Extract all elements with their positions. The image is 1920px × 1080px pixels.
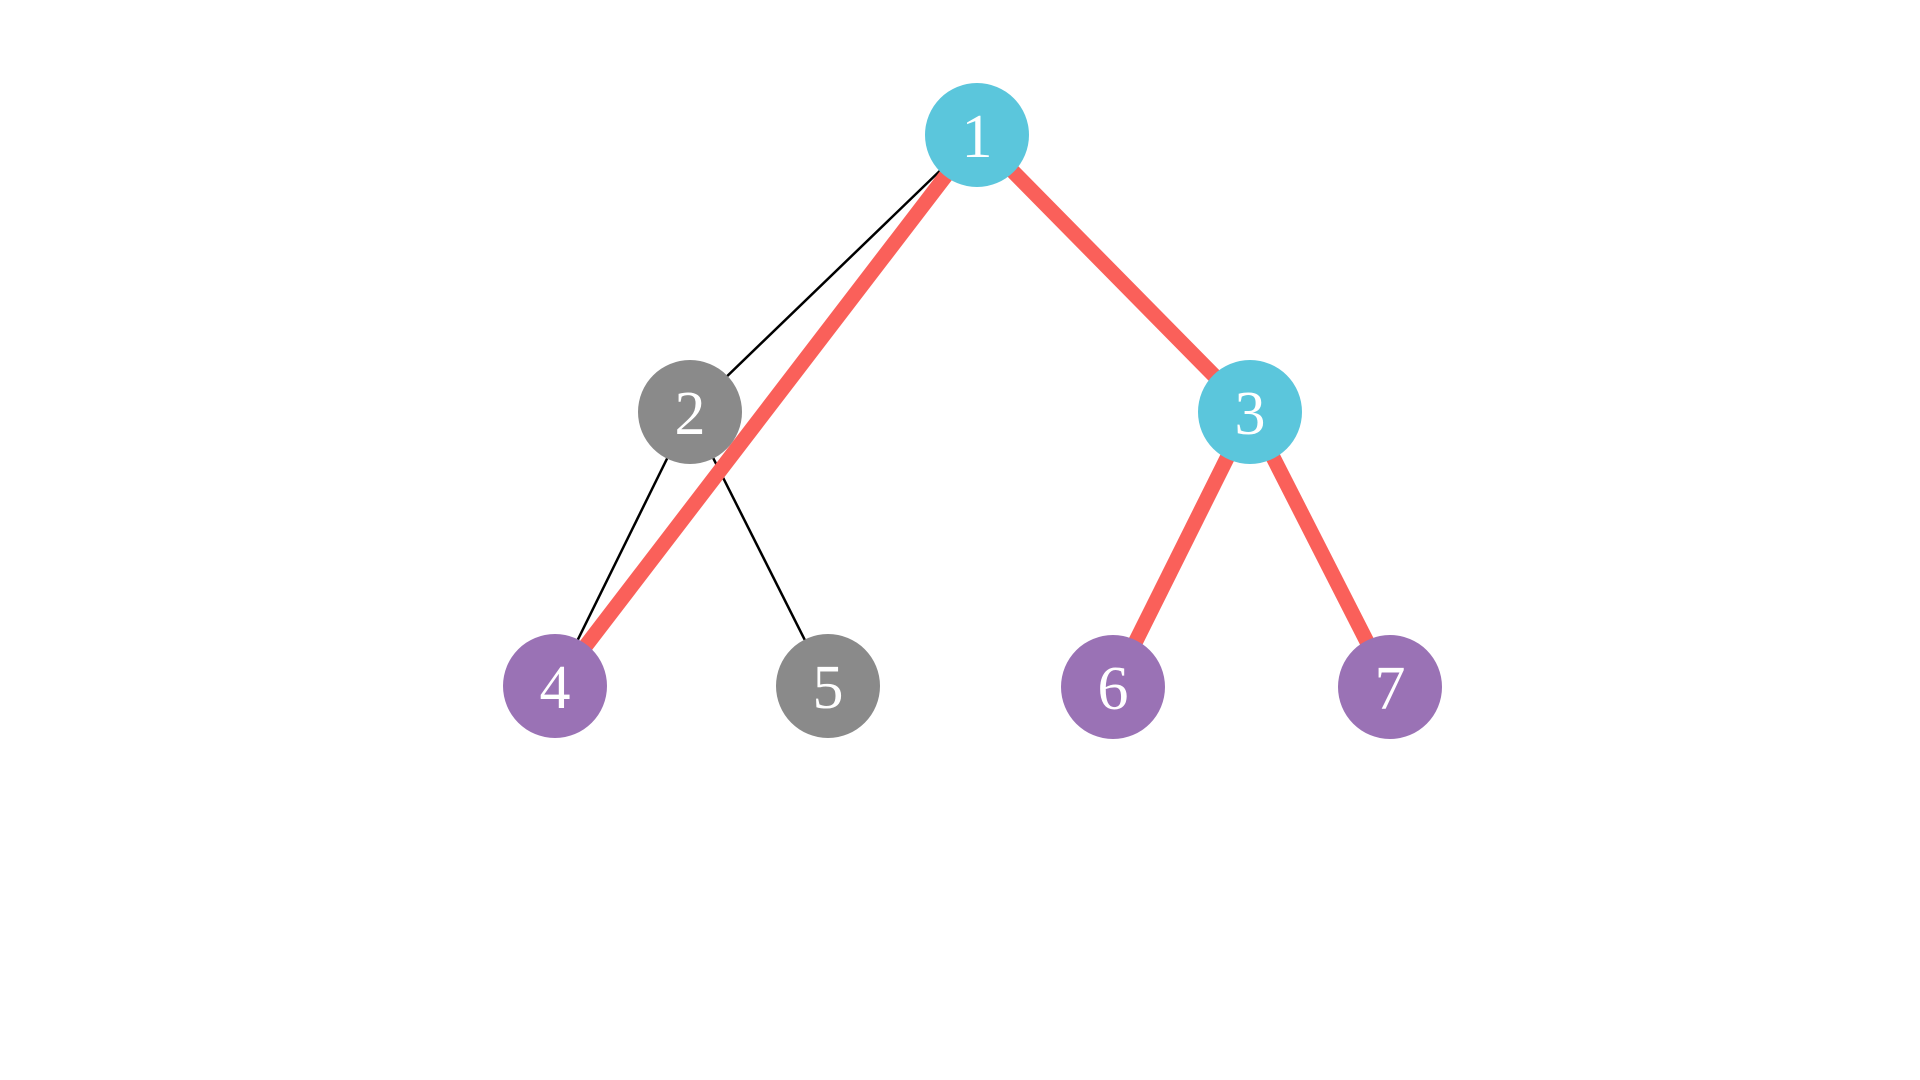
graph-node-1[interactable]: 1 [925, 83, 1029, 187]
node-circle-6[interactable] [1061, 635, 1165, 739]
edge-1-4 [549, 130, 983, 691]
node-circle-2[interactable] [638, 360, 742, 464]
node-circle-5[interactable] [776, 634, 880, 738]
edge-1-2 [689, 134, 978, 413]
node-circle-4[interactable] [503, 634, 607, 738]
graph-node-3[interactable]: 3 [1198, 360, 1302, 464]
edge-1-3 [971, 129, 1256, 418]
graph-node-4[interactable]: 4 [503, 634, 607, 738]
graph-node-5[interactable]: 5 [776, 634, 880, 738]
node-circle-7[interactable] [1338, 635, 1442, 739]
graph-node-2[interactable]: 2 [638, 360, 742, 464]
node-circle-3[interactable] [1198, 360, 1302, 464]
graph-node-7[interactable]: 7 [1338, 635, 1442, 739]
node-circle-1[interactable] [925, 83, 1029, 187]
graph-node-6[interactable]: 6 [1061, 635, 1165, 739]
